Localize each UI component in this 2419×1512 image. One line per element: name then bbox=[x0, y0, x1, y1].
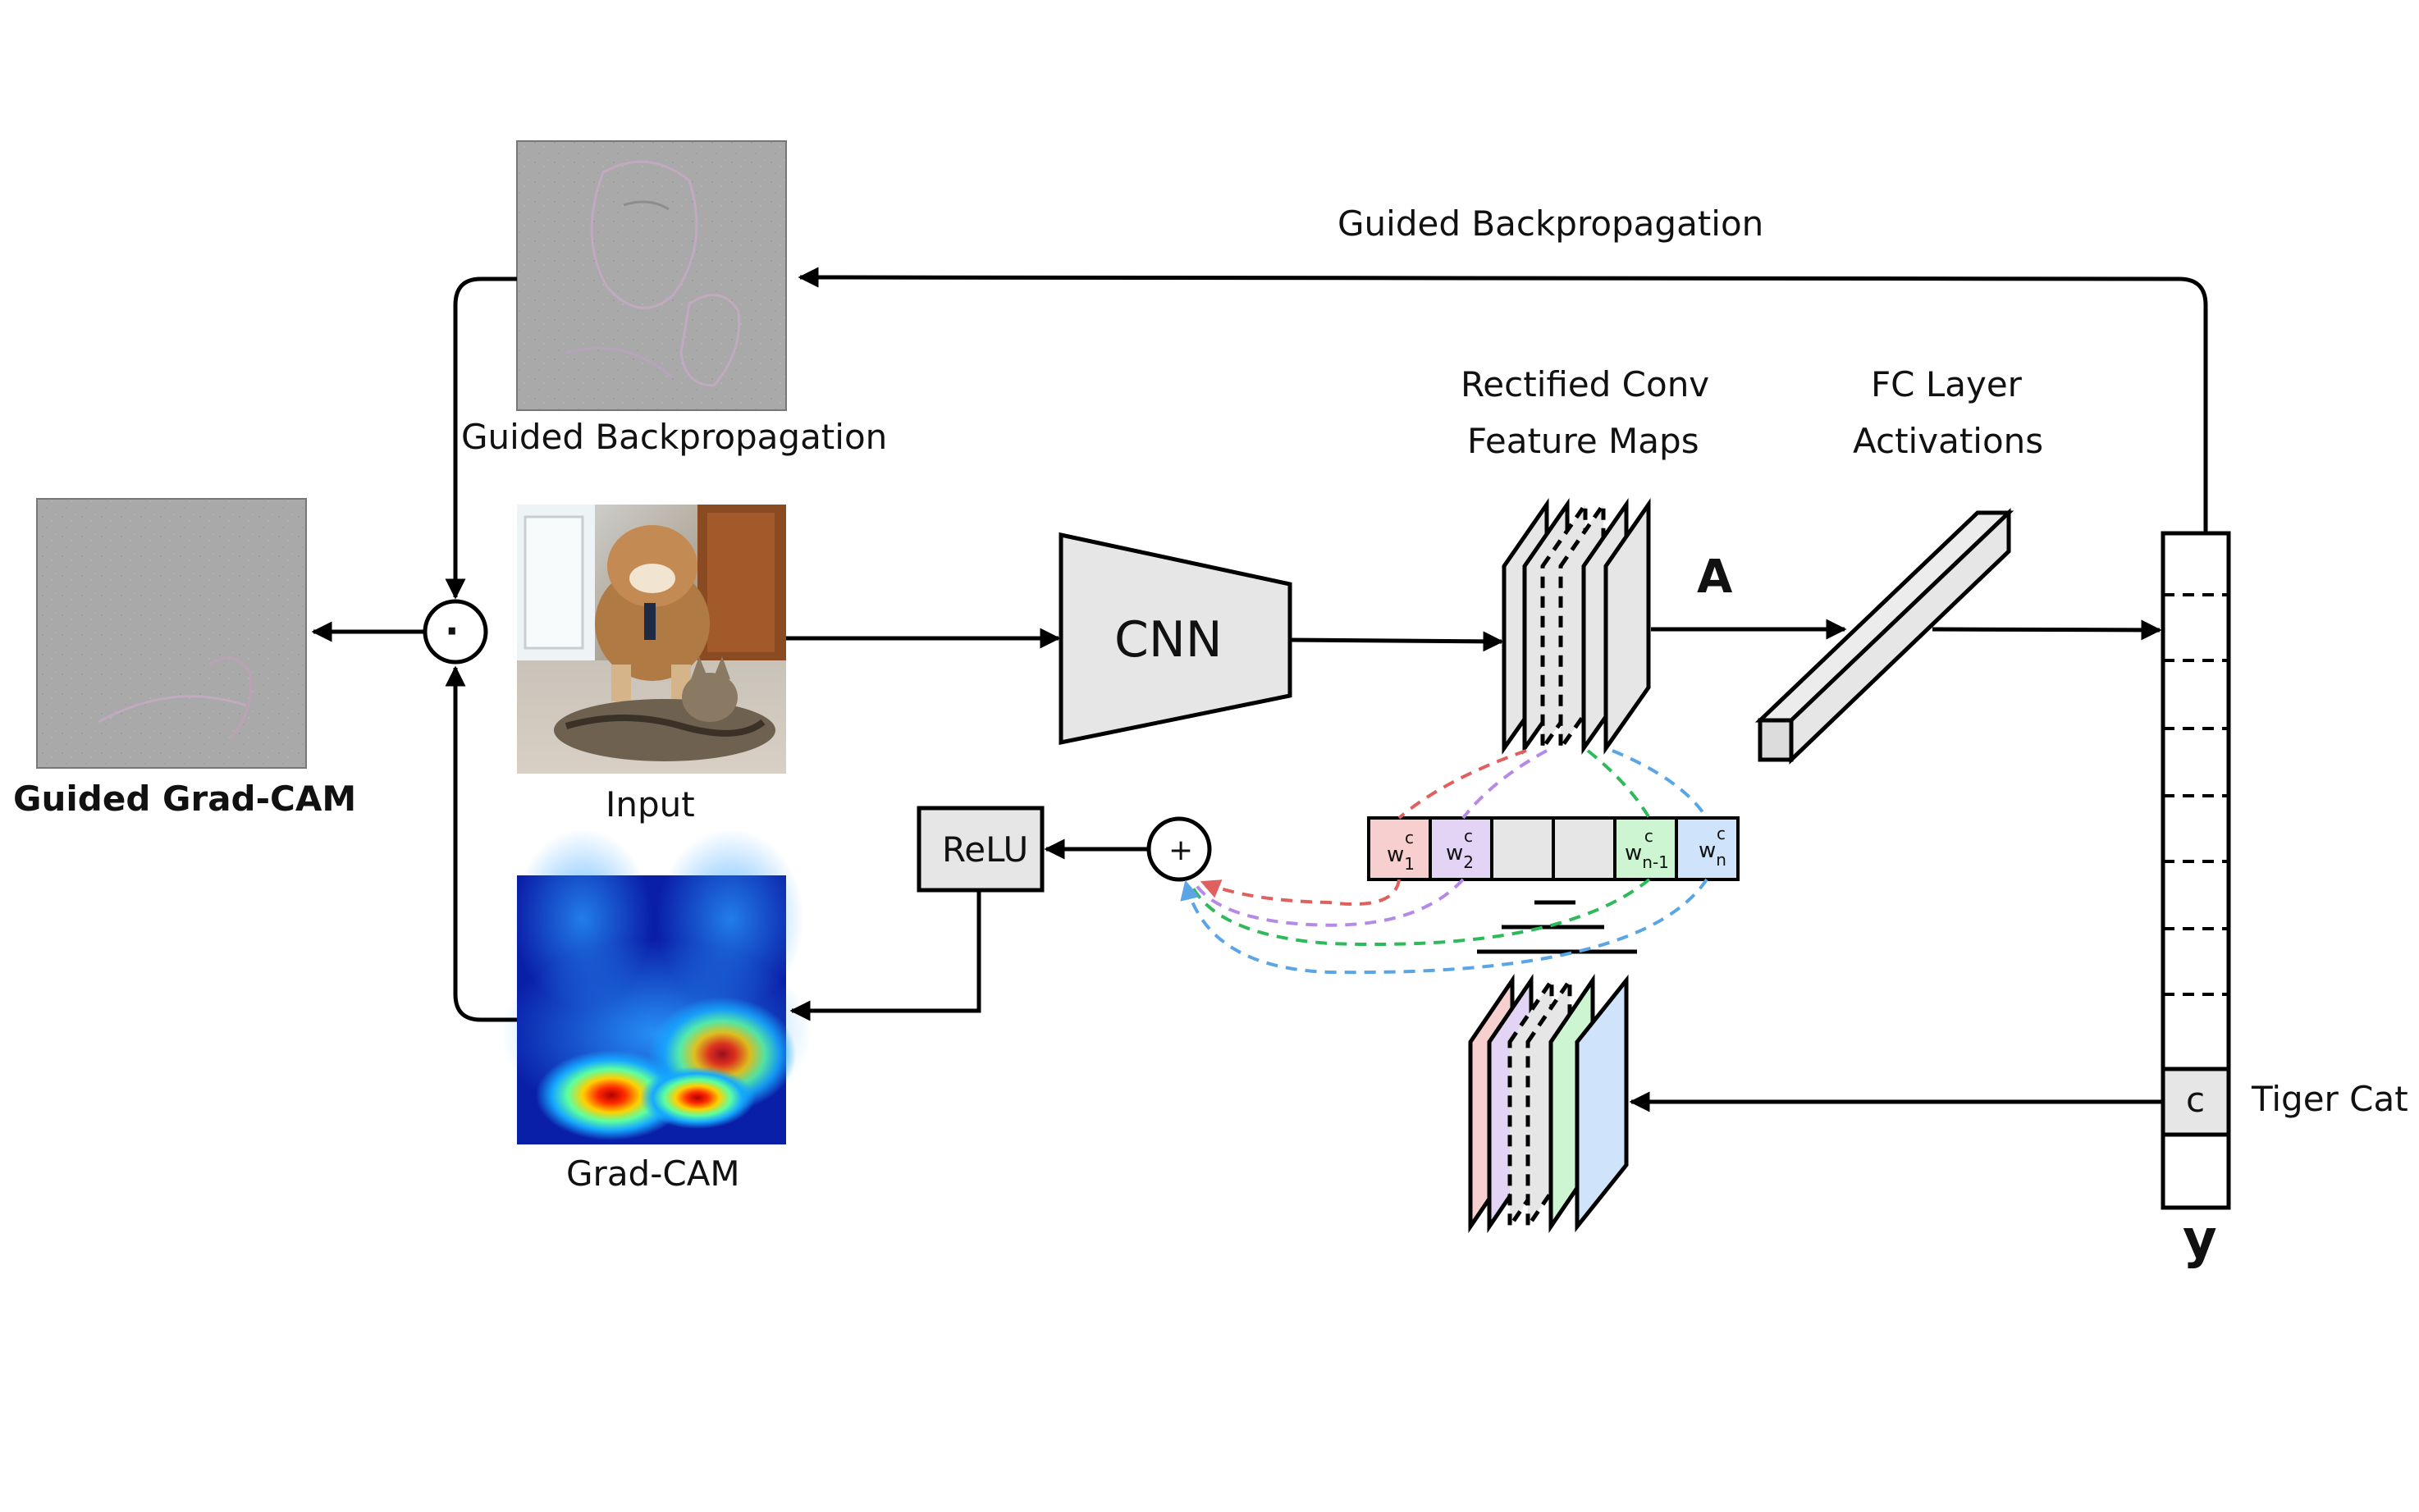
weight-cell-wn bbox=[1675, 816, 1740, 881]
tiger-cat-label: Tiger Cat bbox=[2251, 1079, 2408, 1119]
dash-wn-to-plus bbox=[1180, 878, 1708, 975]
class-cell-label: c bbox=[2186, 1080, 2205, 1120]
relu-block bbox=[917, 806, 1045, 893]
fc-layer-bar bbox=[1754, 508, 2014, 765]
arrow-relu-to-gradcam bbox=[789, 890, 981, 1021]
guided-backprop-image bbox=[516, 140, 787, 411]
input-image bbox=[517, 505, 786, 774]
arrow-cnn-to-featuremaps bbox=[1289, 631, 1504, 652]
a-symbol: A bbox=[1697, 550, 1733, 604]
dash-fm-to-w1 bbox=[1397, 749, 1527, 820]
y-vector bbox=[2161, 531, 2231, 1210]
arrow-gradcam-to-dot bbox=[445, 665, 517, 1022]
w1-label: w1c bbox=[1387, 828, 1415, 874]
rectified-conv-label-1: Rectified Conv bbox=[1461, 364, 1709, 404]
fc-layer-label-2: Activations bbox=[1853, 421, 2043, 461]
gradient-maps-stack bbox=[1468, 973, 1629, 1234]
feature-maps-stack bbox=[1502, 498, 1651, 755]
cnn-block bbox=[1059, 532, 1292, 746]
cnn-label: CNN bbox=[1114, 611, 1223, 669]
grad-cam-heatmap bbox=[501, 829, 812, 1144]
guided-backprop-image-label: Guided Backpropagation bbox=[461, 417, 887, 457]
plus-operator-symbol: + bbox=[1168, 834, 1193, 867]
rectified-conv-label-2: Feature Maps bbox=[1467, 421, 1699, 461]
dash-fm-to-w2 bbox=[1461, 749, 1548, 820]
guided-grad-cam-label: Guided Grad-CAM bbox=[13, 779, 356, 819]
y-symbol: y bbox=[2183, 1209, 2217, 1270]
wn1-label: wn-1c bbox=[1625, 826, 1669, 872]
wn-label: wnc bbox=[1699, 824, 1726, 870]
dot-operator-symbol: · bbox=[445, 609, 459, 653]
dash-fm-to-wn bbox=[1612, 749, 1708, 820]
weights-bar bbox=[1367, 816, 1740, 881]
weight-cell-blank-1 bbox=[1490, 816, 1555, 881]
dash-fm-to-wn1 bbox=[1586, 749, 1651, 820]
guided-backprop-top-label: Guided Backpropagation bbox=[1338, 203, 1763, 244]
dash-wn1-to-plus bbox=[1188, 878, 1651, 947]
arrow-backprop-to-dot bbox=[445, 276, 517, 600]
grad-cam-label: Grad-CAM bbox=[566, 1153, 740, 1194]
guided-grad-cam-image bbox=[36, 498, 307, 769]
arrow-fc-to-y bbox=[1932, 619, 2162, 641]
relu-label: ReLU bbox=[942, 829, 1028, 870]
weight-cell-w1 bbox=[1367, 816, 1432, 881]
guided-backprop-return-arrow bbox=[798, 267, 2208, 533]
dash-w1-to-plus bbox=[1200, 879, 1401, 907]
dash-w2-to-plus bbox=[1192, 878, 1465, 927]
fc-layer-label-1: FC Layer bbox=[1871, 364, 2023, 404]
w2-label: w2c bbox=[1446, 826, 1474, 872]
weight-cell-blank-2 bbox=[1552, 816, 1616, 881]
pooling-symbol bbox=[1477, 900, 1637, 954]
input-label: Input bbox=[606, 784, 695, 825]
